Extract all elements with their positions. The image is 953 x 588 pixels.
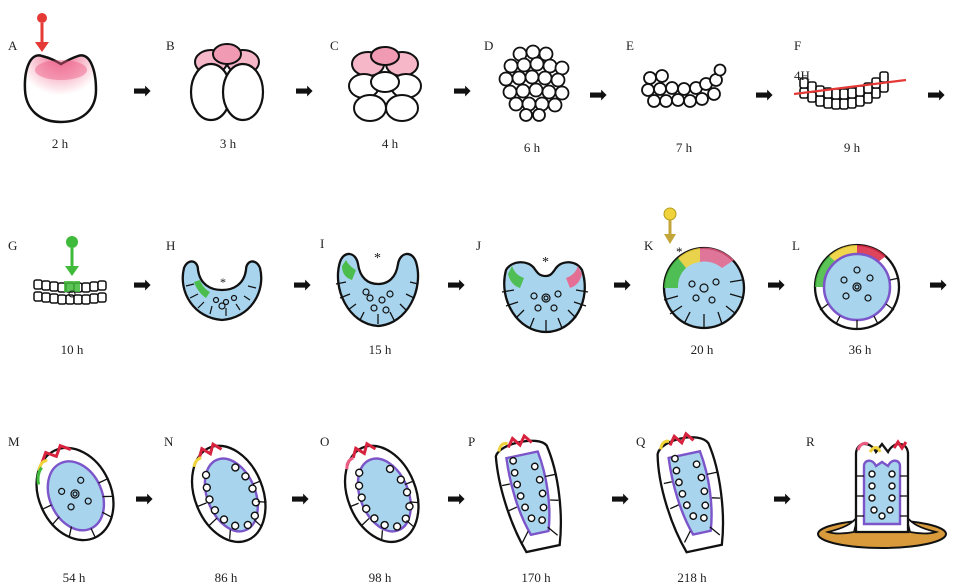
arrow-right-icon: ➡: [447, 275, 465, 297]
panel-label-g: G: [8, 238, 17, 254]
time-label-e: 7 h: [676, 140, 692, 156]
polyp-stage-p-illustration: [490, 430, 570, 554]
polyp-stage-o-illustration: [336, 432, 426, 550]
time-label-g: 10 h: [61, 342, 84, 358]
cup-stage-illustration: *: [176, 246, 268, 324]
time-label-b: 3 h: [220, 136, 236, 152]
panel-label-o: O: [320, 434, 329, 450]
arrow-right-icon: ➡: [133, 275, 151, 297]
arrow-right-icon: ➡: [773, 489, 791, 511]
arrow-right-icon: ➡: [291, 489, 309, 511]
closed-sphere-illustration: *: [656, 204, 748, 336]
arrow-right-icon: ➡: [929, 275, 947, 297]
svg-text:*: *: [676, 244, 683, 259]
panel-label-j: J: [476, 238, 481, 254]
panel-label-h: H: [166, 238, 175, 254]
polyp-stage-n-illustration: [184, 432, 272, 550]
arrow-right-icon: ➡: [453, 81, 471, 103]
arrow-right-icon: ➡: [135, 489, 153, 511]
time-label-n: 86 h: [215, 570, 238, 586]
svg-text:*: *: [374, 251, 381, 266]
gastrula-cup-illustration: *: [330, 244, 426, 330]
zygote-illustration: [20, 10, 110, 128]
panel-label-i: I: [320, 236, 324, 252]
time-label-k: 20 h: [691, 342, 714, 358]
polyp-stage-q-illustration: [650, 428, 732, 554]
svg-text:*: *: [220, 275, 226, 289]
time-label-o: 98 h: [369, 570, 392, 586]
time-label-c: 4 h: [382, 136, 398, 152]
arrow-right-icon: ➡: [133, 81, 151, 103]
arrow-right-icon: ➡: [293, 275, 311, 297]
time-label-i: 15 h: [369, 342, 392, 358]
panel-label-b: B: [166, 38, 175, 54]
svg-text:*: *: [542, 255, 549, 270]
bilayer-illustration: [30, 230, 118, 316]
time-label-d: 6 h: [524, 140, 540, 156]
arrow-right-icon: ➡: [447, 489, 465, 511]
marker-dot-green: [66, 236, 78, 248]
panel-label-a: A: [8, 38, 17, 54]
panel-label-l: L: [792, 238, 800, 254]
panel-label-n: N: [164, 434, 173, 450]
sphere-stage-illustration: [810, 240, 904, 334]
panel-label-e: E: [626, 38, 634, 54]
arrow-right-icon: ➡: [295, 81, 313, 103]
panel-label-c: C: [330, 38, 339, 54]
panel-label-p: P: [468, 434, 475, 450]
arrow-right-icon: ➡: [767, 275, 785, 297]
panel-label-q: Q: [636, 434, 645, 450]
arrow-right-icon: ➡: [613, 275, 631, 297]
four-cell-illustration: [185, 40, 273, 126]
arrow-right-icon: ➡: [755, 85, 773, 107]
arrow-right-icon: ➡: [927, 85, 945, 107]
time-label-f: 9 h: [844, 140, 860, 156]
marker-dot-red: [37, 13, 47, 23]
time-label-l: 36 h: [849, 342, 872, 358]
marker-dot-yellow: [664, 208, 676, 220]
settled-polyp-illustration: [814, 436, 950, 552]
polyp-stage-m-illustration: [30, 434, 120, 548]
time-label-m: 54 h: [63, 570, 86, 586]
time-label-a: 2 h: [52, 136, 68, 152]
time-label-p: 170 h: [521, 570, 550, 586]
panel-label-k: K: [644, 238, 653, 254]
panel-label-d: D: [484, 38, 493, 54]
morula-illustration: [496, 44, 576, 124]
arrow-right-icon: ➡: [611, 489, 629, 511]
cut-note: 4H: [794, 68, 810, 83]
cell-plate-illustration: [640, 62, 730, 118]
cell-layer-cut-illustration: 4H: [792, 66, 910, 120]
time-label-q: 218 h: [677, 570, 706, 586]
arrow-right-icon: ➡: [589, 85, 607, 107]
panel-label-m: M: [8, 434, 20, 450]
eight-cell-illustration: [346, 44, 430, 124]
closing-embryo-illustration: *: [496, 246, 592, 336]
panel-label-f: F: [794, 38, 801, 54]
